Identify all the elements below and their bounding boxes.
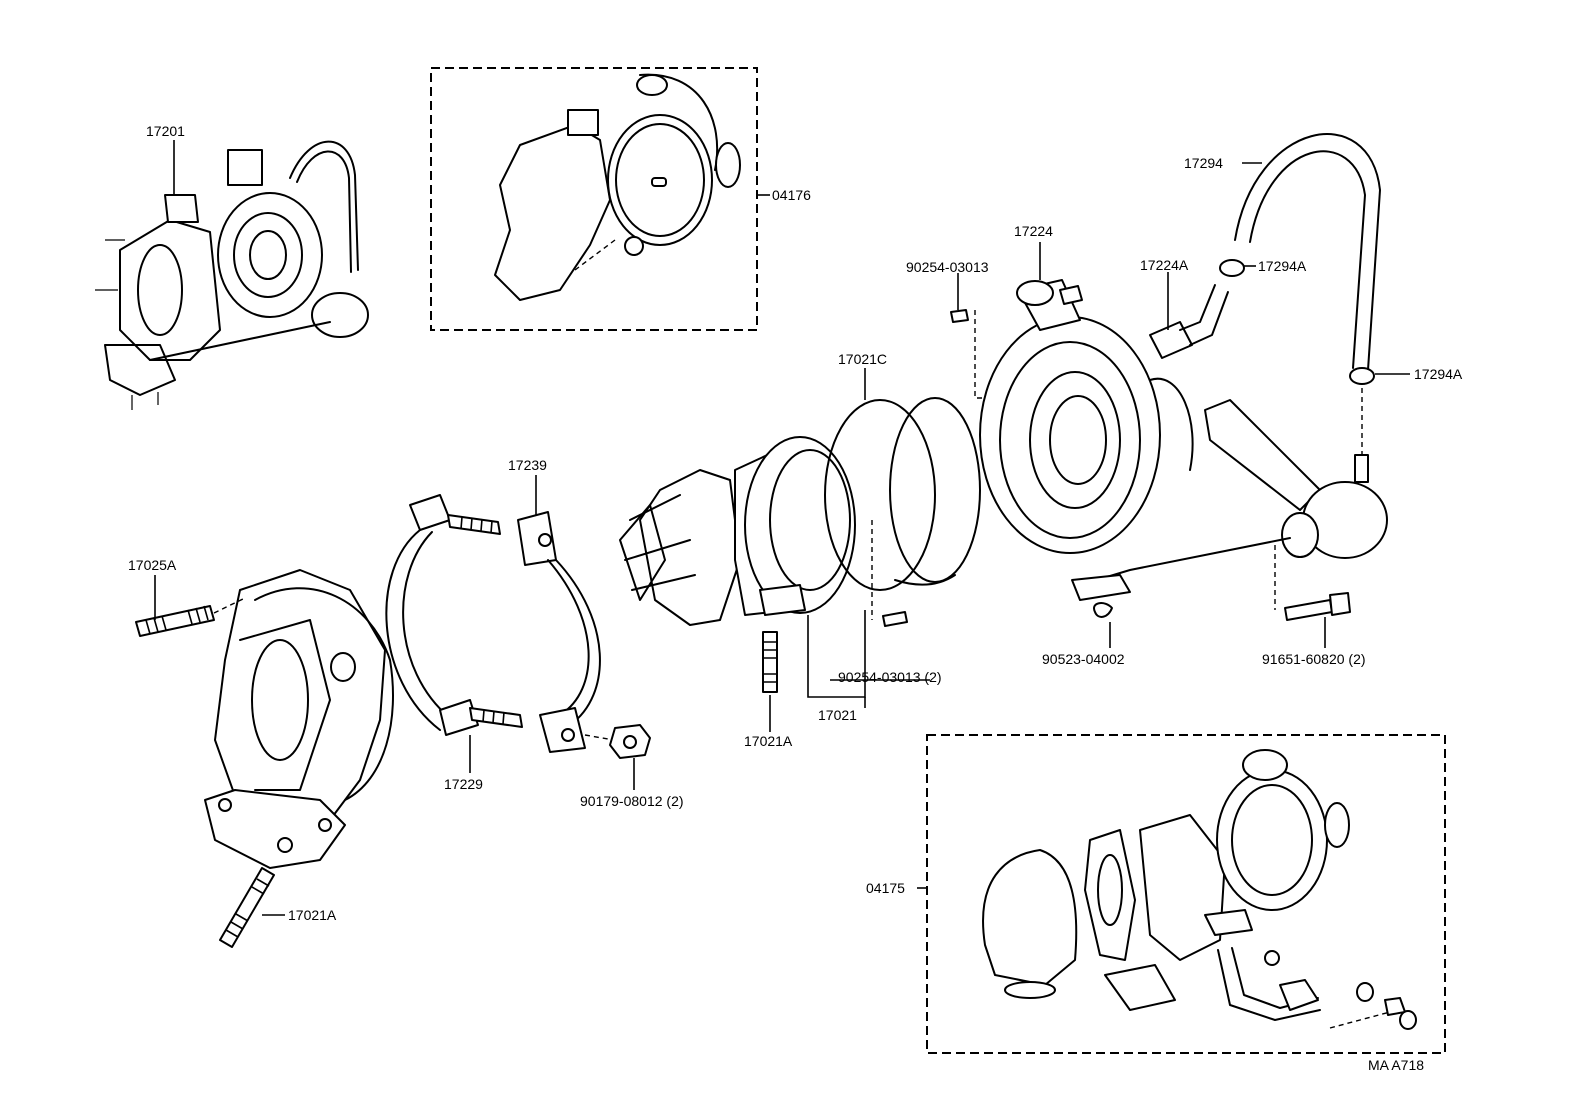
label-17294A-top: 17294A [1258, 258, 1307, 274]
label-17224: 17224 [1014, 223, 1053, 239]
bolt-91651-drawing [1284, 592, 1351, 621]
pin-90254-upper-drawing [950, 309, 985, 399]
label-17021C: 17021C [838, 351, 887, 367]
label-91651-60820-2: 91651-60820 (2) [1262, 651, 1366, 667]
leader-lines [154, 140, 1410, 916]
label-17025A: 17025A [128, 557, 177, 573]
pin-90254-lower-drawing [871, 520, 908, 627]
label-04175: 04175 [866, 880, 905, 896]
label-17021A-mid: 17021A [744, 733, 793, 749]
hose-17294-drawing [1219, 133, 1381, 455]
label-04176: 04176 [772, 187, 811, 203]
label-17229: 17229 [444, 776, 483, 792]
label-17239: 17239 [508, 457, 547, 473]
turbine-housing-drawing [204, 569, 394, 869]
kit-04175-group [926, 734, 1446, 1054]
label-90523-04002: 90523-04002 [1042, 651, 1125, 667]
clip-90523-drawing [1093, 602, 1113, 618]
stud-17021A-lower-drawing [219, 867, 275, 948]
kit-04176-group [430, 67, 758, 331]
label-17294: 17294 [1184, 155, 1223, 171]
callout-labels: 17201 04176 17294 17224 90254-03013 1722… [128, 123, 1463, 1073]
turbocharger-assembly-drawing [95, 140, 369, 410]
stud-17025A-drawing [135, 597, 246, 637]
elbow-17224A-drawing [1149, 284, 1229, 359]
label-17021: 17021 [818, 707, 857, 723]
label-90179-08012-2: 90179-08012 (2) [580, 793, 684, 809]
label-90254-03013-top: 90254-03013 [906, 259, 989, 275]
center-cartridge-17021-drawing [619, 436, 856, 626]
compressor-housing-17224-drawing [979, 279, 1194, 554]
label-17294A-mid: 17294A [1414, 366, 1463, 382]
wastegate-actuator-drawing [1071, 399, 1388, 610]
label-17021A-low: 17021A [288, 907, 337, 923]
reference-code: MA A718 [1368, 1057, 1424, 1073]
clamp-17229-drawing [385, 494, 523, 736]
label-90254-03013-2: 90254-03013 (2) [838, 669, 942, 685]
label-17224A: 17224A [1140, 257, 1189, 273]
stud-17021A-mid-drawing [762, 631, 778, 693]
ring-17021C-drawing [824, 397, 981, 591]
label-17201: 17201 [146, 123, 185, 139]
clamp-17239-drawing [517, 511, 651, 759]
